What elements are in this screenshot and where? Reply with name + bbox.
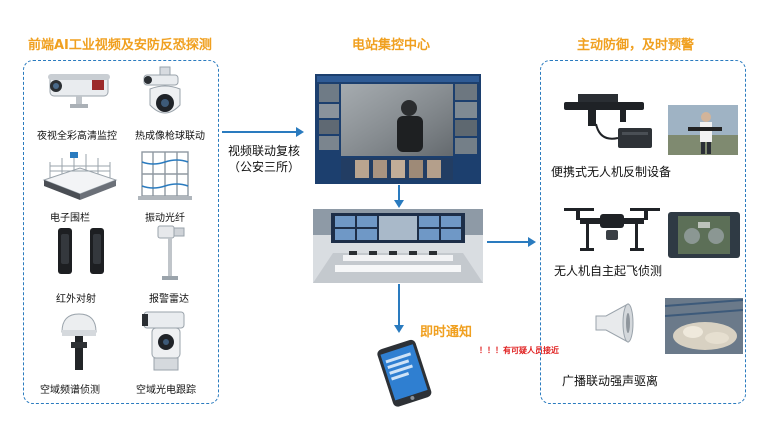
jammer-gun-icon [564, 94, 652, 148]
item-label-night-camera: 夜视全彩高清监控 [37, 131, 117, 142]
item-label-vibration-fiber: 振动光纤 [145, 213, 185, 224]
active-defense-panel [540, 60, 746, 404]
arrow-head-down-2 [394, 325, 404, 333]
sheep-flock-photo [665, 298, 743, 354]
item-label-drone-detection: 无人机自主起飞侦测 [554, 264, 663, 278]
arrow-head-right-2 [528, 237, 536, 247]
dome-camera-icon [143, 66, 181, 114]
video-review-line1: 视频联动复核 [227, 144, 300, 158]
loudspeaker-icon [595, 303, 634, 343]
item-label-alarm-radar: 报警雷达 [149, 294, 189, 305]
item-label-optical-tracking: 空域光电跟踪 [136, 385, 196, 396]
arrow-to-control-room [398, 185, 400, 201]
infrared-beam-icon [58, 228, 104, 274]
right-heading: 主动防御，及时预警 [577, 38, 695, 53]
phone-icon [377, 339, 432, 407]
spectrum-antenna-icon [61, 313, 97, 370]
arrow-to-defense-panel [487, 241, 529, 243]
video-review-line2: （公安三所） [227, 160, 300, 174]
arrow-head-down-1 [394, 200, 404, 208]
arrow-to-phone [398, 284, 400, 326]
video-review-label: 视频联动复核 （公安三所） [222, 143, 306, 175]
item-label-infrared-beam: 红外对射 [56, 294, 96, 305]
item-label-electronic-fence: 电子围栏 [50, 213, 90, 224]
bullet-camera-icon [48, 74, 110, 108]
electro-optical-tracker-icon [142, 311, 185, 371]
item-label-spectrum-detection: 空域频谱侦测 [40, 385, 100, 396]
drone-icon [564, 208, 660, 251]
control-room-image [313, 209, 483, 283]
alarm-radar-icon [157, 225, 185, 280]
item-label-anti-drone: 便携式无人机反制设备 [551, 165, 672, 179]
instant-notify-label: 即时通知 [420, 325, 473, 340]
alert-message: ！！！有可疑人员接近 [479, 346, 559, 355]
operator-photo [668, 105, 738, 155]
monitoring-screen [315, 74, 481, 184]
drone-controller-photo [668, 212, 740, 258]
arrow-head-right-1 [296, 127, 304, 137]
center-heading: 电站集控中心 [352, 38, 431, 53]
left-heading: 前端AI工业视频及安防反恐探测 [28, 38, 212, 53]
item-label-broadcast: 广播联动强声驱离 [562, 374, 659, 388]
item-label-thermal-linkage: 热成像枪球联动 [135, 131, 205, 142]
electronic-fence-icon [42, 152, 118, 200]
arrow-to-control-center [222, 131, 298, 133]
vibration-fiber-icon [138, 151, 192, 200]
front-end-device-panel [23, 60, 219, 404]
